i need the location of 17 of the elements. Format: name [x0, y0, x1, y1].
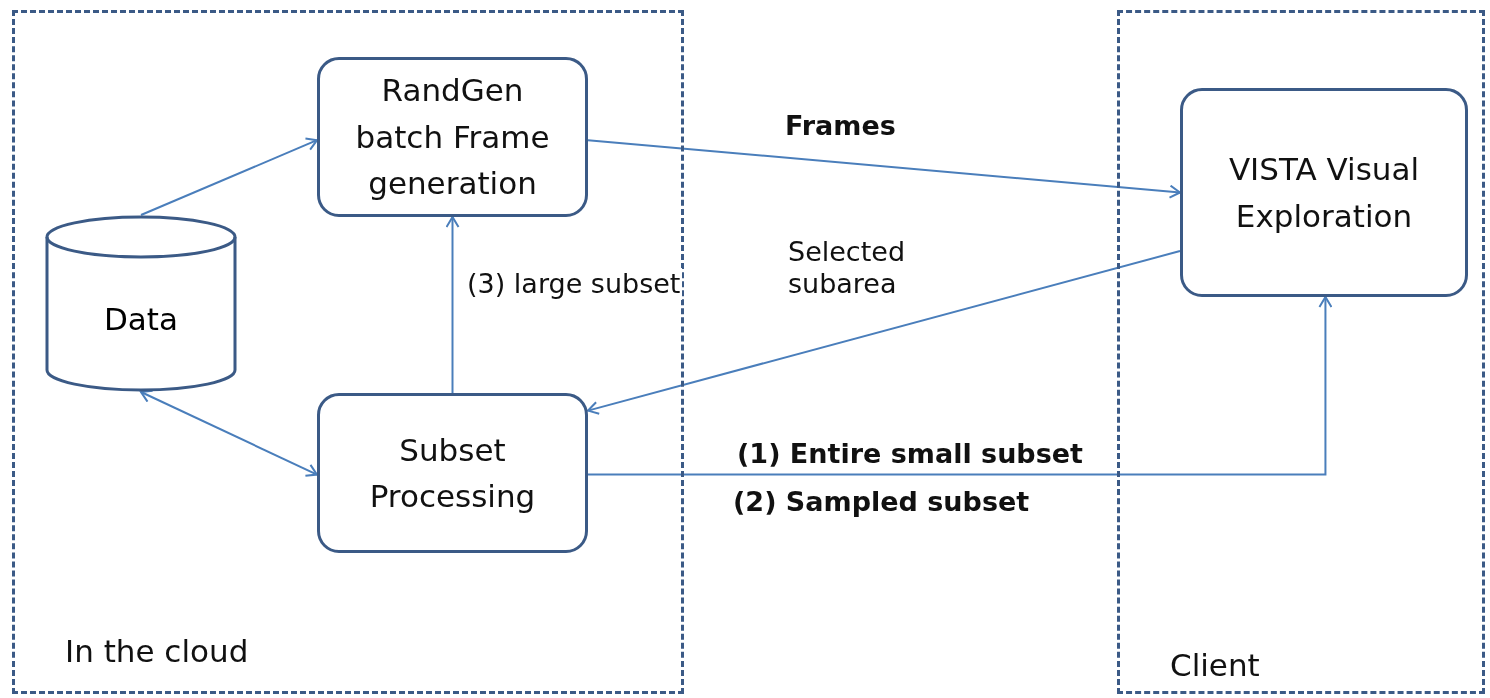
arrow	[445, 216, 460, 394]
arrow	[587, 250, 1181, 415]
process-box	[317, 393, 588, 553]
node-label: Subset Processing	[368, 430, 537, 516]
process-box	[317, 57, 588, 217]
arrow	[587, 296, 1333, 476]
region-label: Client	[1170, 647, 1260, 683]
node-label: RandGen batch Frame generation	[354, 71, 551, 204]
arrow	[140, 137, 318, 216]
node-label: Data	[104, 300, 178, 337]
client-region	[1117, 10, 1485, 694]
cloud-region	[12, 10, 684, 694]
node-label: VISTA Visual Exploration	[1227, 150, 1421, 236]
process-box	[1180, 88, 1468, 297]
arrow	[587, 139, 1181, 199]
region-label: In the cloud	[65, 633, 249, 669]
arrow	[140, 389, 318, 477]
